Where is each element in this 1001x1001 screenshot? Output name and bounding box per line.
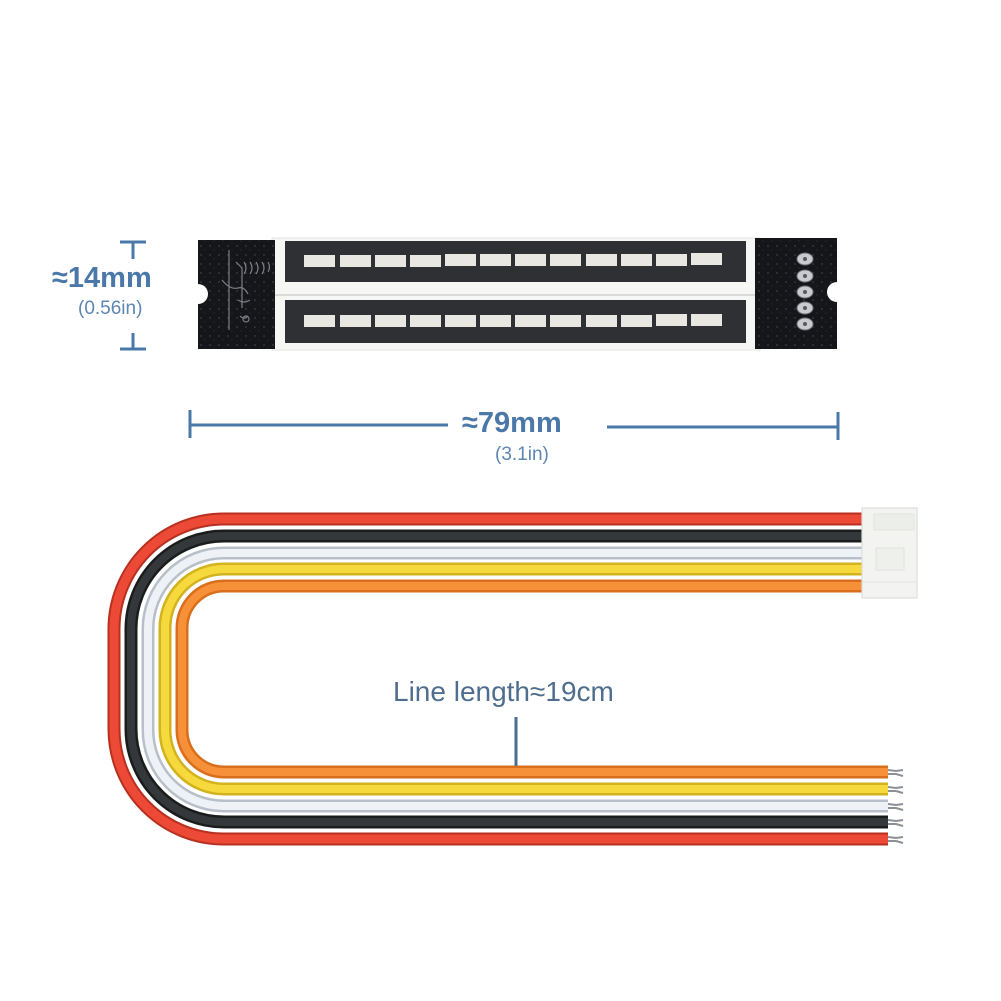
height-annotation: ≈14mm (0.56in) (52, 262, 192, 319)
width-value: ≈79mm (462, 407, 562, 439)
pin-header (796, 252, 814, 331)
jst-connector (861, 507, 918, 599)
cable (107, 512, 888, 846)
height-dimension-marks (120, 240, 146, 351)
cable-length-label: Line length≈19cm (393, 676, 614, 707)
pcb-right-end (755, 238, 837, 349)
stripped-wire-ends (887, 769, 904, 844)
width-dimension-line (188, 410, 840, 440)
height-value-inches: (0.56in) (78, 298, 143, 319)
width-annotation: ≈79mm (3.1in) (462, 407, 612, 465)
led-bar-top (285, 241, 746, 282)
pcb-left-end (198, 240, 275, 349)
width-value-inches: (3.1in) (495, 444, 549, 465)
led-module (198, 237, 837, 351)
led-bar-bottom (285, 300, 746, 343)
height-value: ≈14mm (52, 262, 152, 294)
